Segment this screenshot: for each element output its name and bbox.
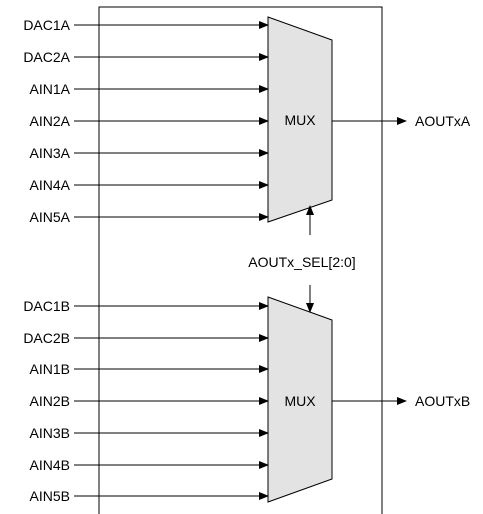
input-label-ain2b: AIN2B <box>30 393 70 409</box>
mux-a-input-labels: DAC1A DAC2A AIN1A AIN2A AIN3A AIN4A AIN5… <box>23 17 70 225</box>
mux-b-label: MUX <box>284 393 316 409</box>
select-signal-label: AOUTx_SEL[2:0] <box>248 254 355 270</box>
input-label-dac1a: DAC1A <box>23 17 70 33</box>
input-label-ain1a: AIN1A <box>30 81 71 97</box>
input-label-dac2b: DAC2B <box>23 330 70 346</box>
mux-a-input-arrows <box>74 21 269 221</box>
module-boundary <box>98 6 383 514</box>
input-label-ain4a: AIN4A <box>30 177 71 193</box>
mux-a-label: MUX <box>284 112 316 128</box>
input-label-ain5b: AIN5B <box>30 488 70 504</box>
output-label-aoutxa: AOUTxA <box>415 113 471 129</box>
input-label-ain3a: AIN3A <box>30 145 71 161</box>
input-label-ain5a: AIN5A <box>30 209 71 225</box>
output-label-aoutxb: AOUTxB <box>415 393 470 409</box>
input-label-dac2a: DAC2A <box>23 49 70 65</box>
mux-b-input-arrows <box>74 302 269 500</box>
input-label-ain1b: AIN1B <box>30 361 70 377</box>
input-label-ain4b: AIN4B <box>30 457 70 473</box>
mux-b-input-labels: DAC1B DAC2B AIN1B AIN2B AIN3B AIN4B AIN5… <box>23 298 70 504</box>
select-label-background <box>226 251 376 273</box>
input-label-ain2a: AIN2A <box>30 113 71 129</box>
input-label-dac1b: DAC1B <box>23 298 70 314</box>
input-label-ain3b: AIN3B <box>30 425 70 441</box>
